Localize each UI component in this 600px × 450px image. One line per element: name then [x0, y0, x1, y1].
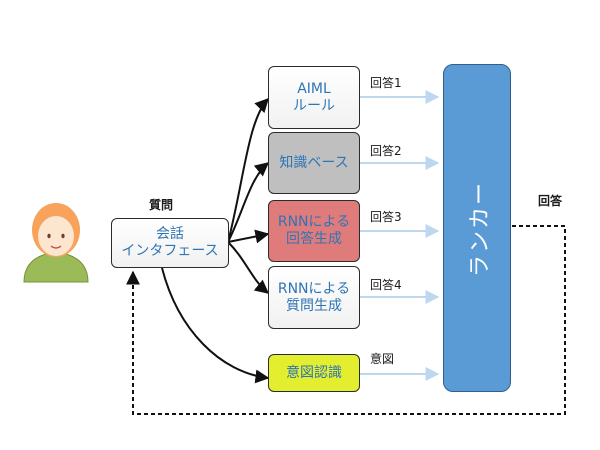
ranker-box: ランカー: [443, 64, 511, 392]
answer1-label: 回答1: [370, 76, 402, 90]
answer2-label: 回答2: [370, 144, 402, 158]
intent-recognition-box: 意図認識: [268, 354, 360, 392]
knowledge-base-box: 知識ベース: [268, 132, 360, 194]
intent-label: 意図: [370, 352, 395, 366]
black-arrows: [161, 97, 270, 384]
rnn-question-line1: RNNによる: [277, 280, 351, 297]
dialog-interface-box: 会話 インタフェース: [111, 218, 229, 268]
aiml-line2: ルール: [293, 97, 335, 114]
answer-label: 回答: [538, 194, 563, 208]
dialog-interface-line2: インタフェース: [121, 243, 219, 259]
aiml-line1: AIML: [297, 80, 331, 97]
rnn-answer-generation-box: RNNによる 回答生成: [268, 200, 360, 262]
ranker-label: ランカー: [468, 180, 493, 278]
question-label: 質問: [149, 198, 174, 212]
rnn-answer-line1: RNNによる: [277, 214, 351, 230]
intent-recognition-line1: 意図認識: [286, 364, 342, 381]
rnn-question-generation-box: RNNによる 質問生成: [268, 266, 360, 329]
aiml-rule-box: AIML ルール: [268, 66, 360, 129]
arrow-to-rnn-answer: [227, 229, 270, 244]
arrow-to-knowledge-base: [227, 162, 270, 243]
answer4-label: 回答4: [370, 278, 402, 292]
rnn-answer-line2: 回答生成: [286, 231, 342, 247]
arrow-to-rnn-question: [227, 241, 270, 294]
dialog-interface-line1: 会話: [156, 226, 184, 242]
knowledge-base-line1: 知識ベース: [279, 154, 349, 171]
arrow-to-intent-recognition: [161, 267, 270, 384]
arrow-to-aiml: [227, 97, 269, 243]
light-arrows: [360, 90, 440, 381]
user-avatar-icon: [23, 203, 89, 283]
answer3-label: 回答3: [370, 210, 402, 224]
answer-feedback-arrow: [126, 225, 566, 415]
rnn-question-line2: 質問生成: [286, 297, 342, 314]
